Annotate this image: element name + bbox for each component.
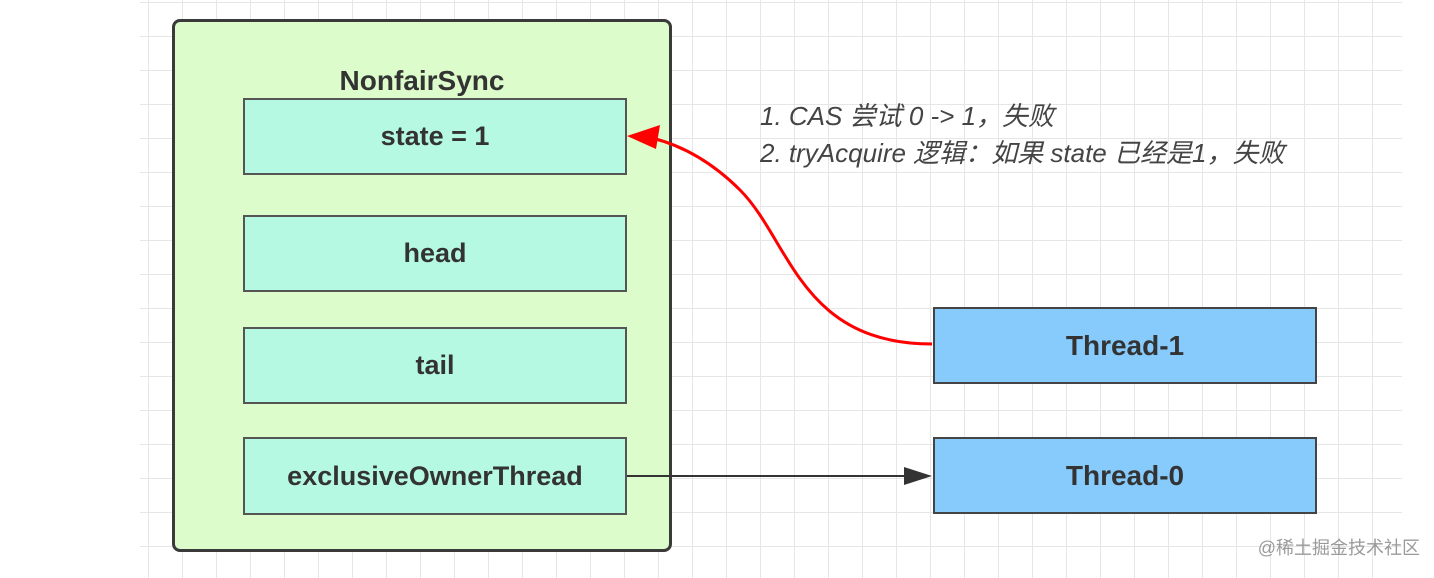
container-title: NonfairSync (339, 65, 505, 96)
field-exclusive-owner-thread-label: exclusiveOwnerThread (287, 460, 583, 491)
field-exclusive-owner-thread[interactable]: exclusiveOwnerThread (243, 437, 627, 515)
note-tryacquire: 2. tryAcquire 逻辑：如果 state 已经是1，失败 (760, 138, 1285, 168)
field-head[interactable]: head (243, 215, 627, 292)
thread-0-box[interactable]: Thread-0 (933, 437, 1317, 514)
thread-1-box[interactable]: Thread-1 (933, 307, 1317, 384)
watermark: @稀土掘金技术社区 (1257, 538, 1420, 558)
field-state-label: state = 1 (380, 121, 490, 151)
field-head-label: head (403, 238, 467, 268)
red-arrow-line (651, 136, 933, 346)
field-tail[interactable]: tail (243, 327, 627, 404)
field-tail-label: tail (415, 350, 455, 380)
thread-0-label: Thread-0 (1065, 459, 1185, 491)
red-arrowhead (627, 125, 660, 149)
field-state[interactable]: state = 1 (243, 98, 627, 175)
note-cas: 1. CAS 尝试 0 -> 1，失败 (760, 101, 1055, 131)
owner-arrowhead (904, 467, 932, 485)
thread-1-label: Thread-1 (1065, 329, 1185, 361)
